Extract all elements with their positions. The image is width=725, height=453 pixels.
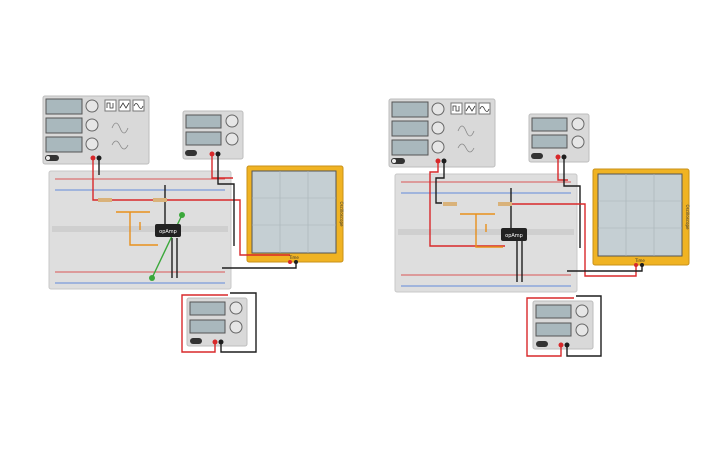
scope-time-label: Time	[634, 258, 645, 263]
ps-voltage-display	[185, 114, 222, 129]
fg-display-3	[391, 139, 429, 156]
opamp-label: opAmp	[159, 229, 177, 235]
knob-icon[interactable]	[575, 323, 589, 337]
function-generator[interactable]	[42, 95, 150, 165]
square-wave-icon[interactable]	[450, 102, 463, 115]
wires[interactable]	[429, 157, 643, 357]
square-wave-icon[interactable]	[104, 99, 117, 112]
ps-current-display	[189, 319, 226, 334]
knob-icon[interactable]	[85, 118, 99, 132]
sine-preview	[111, 122, 129, 134]
ps-current-display	[185, 131, 222, 146]
knob-icon[interactable]	[431, 140, 445, 154]
knob-icon[interactable]	[575, 304, 589, 318]
knob-icon[interactable]	[571, 135, 585, 149]
fg-display-2	[45, 117, 83, 134]
ps-voltage-display	[535, 304, 572, 319]
power-toggle-icon[interactable]	[185, 150, 197, 156]
circuit-right: Time Oscilloscope	[388, 98, 690, 357]
ps-voltage-display	[531, 117, 568, 132]
knob-icon[interactable]	[225, 114, 239, 128]
power-supply-bottom[interactable]	[186, 297, 248, 347]
scope-name-label: Oscilloscope	[685, 205, 690, 230]
fg-display-3	[45, 136, 83, 153]
fg-display-1	[45, 98, 83, 115]
knob-icon[interactable]	[85, 137, 99, 151]
power-toggle-icon[interactable]	[536, 341, 548, 347]
sine-preview	[111, 140, 129, 150]
knob-icon[interactable]	[431, 121, 445, 135]
sine-preview	[457, 143, 475, 153]
opamp-chip[interactable]: opAmp	[155, 224, 181, 237]
terminal-positive[interactable]	[288, 260, 292, 264]
knob-icon[interactable]	[85, 99, 99, 113]
sine-preview	[457, 125, 475, 137]
resistor[interactable]	[498, 202, 512, 206]
ps-current-display	[535, 322, 572, 337]
breadboard[interactable]	[394, 173, 578, 293]
power-supply-top[interactable]	[528, 113, 590, 163]
resistor[interactable]	[153, 198, 167, 202]
power-supply-bottom[interactable]	[532, 300, 594, 350]
scope-name-label: Oscilloscope	[339, 202, 344, 227]
fg-display-2	[391, 120, 429, 137]
oscilloscope[interactable]: Time Oscilloscope	[246, 165, 344, 264]
ps-current-display	[531, 134, 568, 149]
power-toggle-icon[interactable]	[531, 153, 543, 159]
knob-icon[interactable]	[225, 132, 239, 146]
fg-display-1	[391, 101, 429, 118]
knob-icon[interactable]	[571, 117, 585, 131]
knob-icon[interactable]	[229, 301, 243, 315]
opamp-label: opAmp	[505, 233, 523, 239]
resistor[interactable]	[443, 202, 457, 206]
power-toggle-icon[interactable]	[190, 338, 202, 344]
opamp-chip[interactable]: opAmp	[501, 228, 527, 241]
circuit-left: Time Oscilloscope	[42, 95, 344, 353]
oscilloscope[interactable]: Time Oscilloscope	[592, 168, 690, 267]
ps-voltage-display	[189, 301, 226, 316]
power-supply-top[interactable]	[182, 110, 244, 160]
knob-icon[interactable]	[431, 102, 445, 116]
function-generator[interactable]	[388, 98, 496, 168]
resistor[interactable]	[98, 198, 112, 202]
knob-icon[interactable]	[229, 320, 243, 334]
scope-time-label: Time	[288, 255, 299, 260]
